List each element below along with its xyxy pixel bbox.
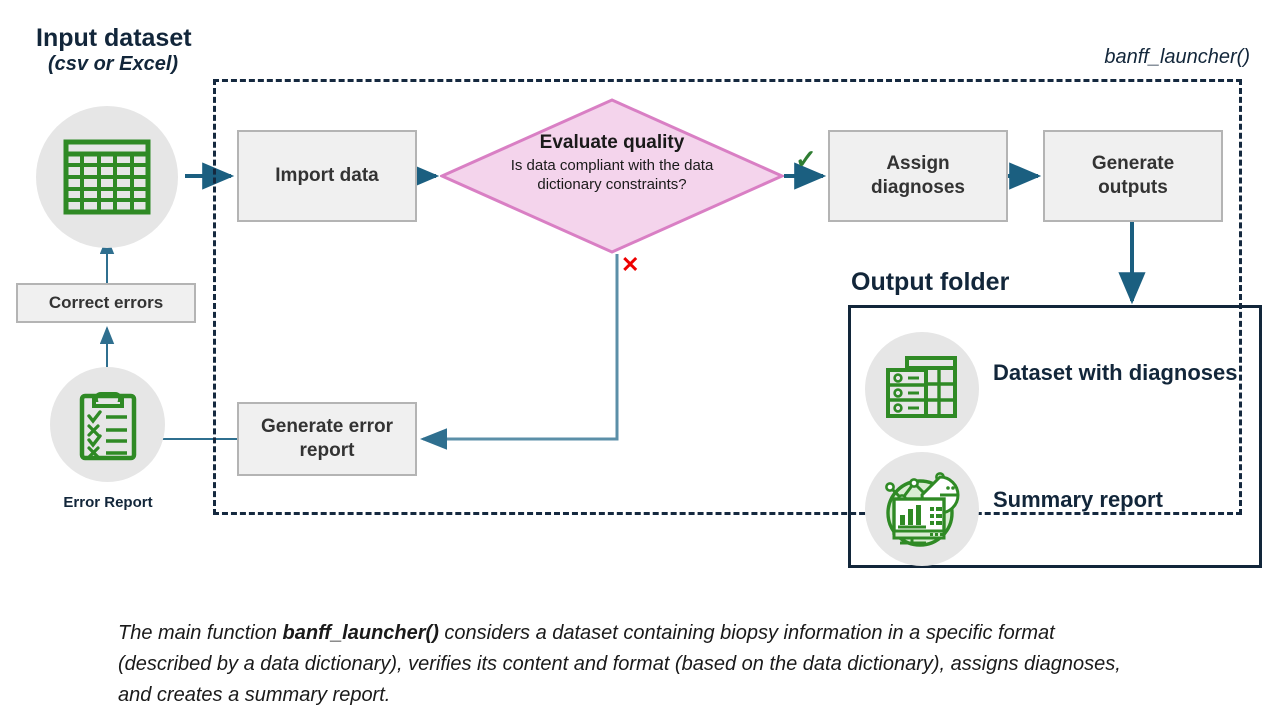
input-dataset-circle <box>36 106 178 248</box>
caption-function-name: banff_launcher() <box>282 622 439 644</box>
output-folder-box <box>848 305 1262 568</box>
input-dataset-title: Input dataset <box>36 24 192 52</box>
evaluate-quality-decision[interactable]: Evaluate quality Is data compliant with … <box>440 98 784 254</box>
no-cross-icon: ✕ <box>621 252 640 277</box>
dataset-with-diagnoses-circle <box>865 332 979 446</box>
assign-diagnoses-box[interactable]: Assign diagnoses <box>828 130 1008 222</box>
figure-caption: The main function banff_launcher() consi… <box>118 618 1128 711</box>
decision-text-block: Evaluate quality Is data compliant with … <box>490 132 734 195</box>
banff-launcher-boundary <box>213 79 1242 515</box>
diamond-shape <box>440 98 784 254</box>
generate-error-report-box[interactable]: Generate error report <box>237 402 417 476</box>
summary-report-circle <box>865 452 979 566</box>
analytics-dashboard-icon <box>885 472 960 547</box>
error-report-caption: Error Report <box>63 494 153 511</box>
output-folder-title: Output folder <box>851 268 1010 296</box>
generate-outputs-box[interactable]: Generate outputs <box>1043 130 1223 222</box>
caption-part-1: The main function <box>118 622 283 644</box>
correct-errors-box[interactable]: Correct errors <box>16 283 196 323</box>
import-data-box[interactable]: Import data <box>237 130 417 222</box>
caption-part-2: considers a dataset containing biopsy in… <box>118 622 1121 706</box>
clipboard-checklist-icon <box>79 391 136 460</box>
decision-title: Evaluate quality <box>539 132 685 153</box>
input-dataset-subtitle: (csv or Excel) <box>48 53 179 75</box>
error-report-circle <box>50 367 165 482</box>
decision-question: Is data compliant with the data dictiona… <box>510 157 714 193</box>
spreadsheet-table-icon <box>63 139 151 215</box>
output-item-label-dataset: Dataset with diagnoses <box>993 360 1238 385</box>
output-item-label-summary: Summary report <box>993 487 1163 512</box>
banff-launcher-label: banff_launcher() <box>1104 46 1250 68</box>
yes-check-icon: ✓ <box>795 144 817 174</box>
dataset-table-icon <box>886 356 957 418</box>
